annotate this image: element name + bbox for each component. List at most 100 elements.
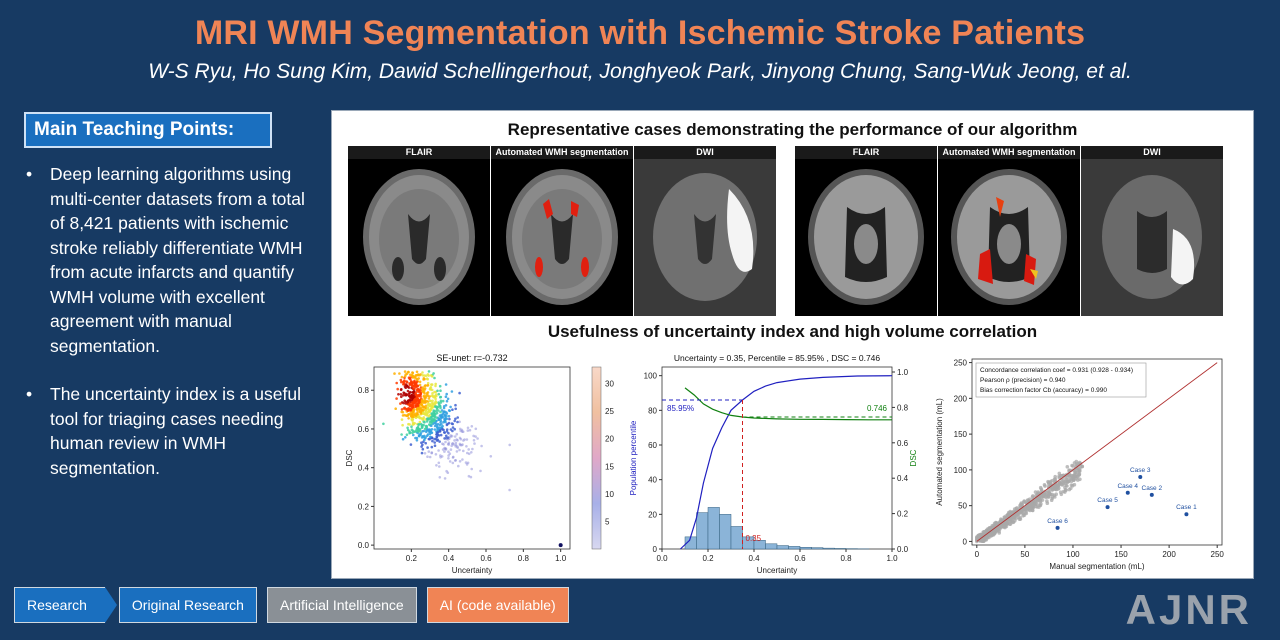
data-point [406,426,409,430]
data-point [420,445,423,448]
data-point [430,445,434,449]
data-point [439,410,442,414]
data-point [1048,482,1053,486]
data-point [421,371,424,374]
data-point [445,430,449,433]
data-point [466,426,470,430]
data-point [415,390,419,393]
data-point [403,370,407,373]
colorbar-tick-label: 5 [605,517,610,526]
data-point [437,418,440,422]
data-point [429,386,433,389]
data-point [406,389,410,393]
data-point [410,406,414,409]
case-point [1184,512,1189,517]
data-point [429,429,432,432]
flair-image [363,169,475,305]
data-point [421,386,425,389]
bullet-icon: • [26,164,33,184]
data-point [558,543,563,548]
data-point [416,426,420,430]
data-point [1061,489,1066,494]
data-point [454,417,457,421]
data-point [401,423,404,427]
data-point [445,392,448,396]
plot-frame [373,366,571,550]
artificial-intelligence-tag[interactable]: Artificial Intelligence [266,587,417,623]
histogram-bar [696,512,709,550]
data-point [450,390,454,393]
data-point [1069,479,1074,483]
data-point [428,420,432,424]
data-point [426,406,429,410]
data-point [400,395,403,399]
data-point [1044,494,1049,499]
data-point [419,412,423,415]
data-point [418,380,422,384]
data-point [1017,508,1022,513]
mri-panel: FLAIR [348,146,490,316]
data-point [443,418,447,422]
data-point [403,399,406,402]
data-point [425,420,429,423]
data-point [435,393,438,396]
data-point [465,445,468,448]
data-point [423,388,426,391]
y2-tick-label: 0.8 [897,403,909,412]
data-point [1062,481,1066,486]
data-point [433,415,436,419]
data-point [473,442,476,445]
data-point [1018,517,1023,521]
data-point [408,394,411,398]
data-point [405,384,409,388]
data-point [420,441,423,444]
data-point [466,429,470,432]
data-point [431,399,434,403]
panel-label: DWI [1081,146,1223,159]
data-point [437,434,441,437]
data-point [418,407,422,411]
data-point [444,448,448,451]
data-point [420,408,424,412]
data-point [408,431,412,434]
data-point [423,395,426,398]
case-panels-left: FLAIR Automated WMH segmentation [348,146,777,316]
data-point [415,377,419,381]
data-point [471,447,474,451]
data-point [455,432,459,436]
data-point [422,412,426,415]
research-tag[interactable]: Research [14,587,117,623]
data-point [437,449,440,452]
data-point [410,380,413,384]
data-point [412,387,415,390]
data-point [1049,498,1054,502]
data-point [445,469,448,473]
data-point [405,381,409,384]
code-available-tag[interactable]: AI (code available) [426,587,569,623]
data-point [1075,474,1079,479]
teaching-point-text: Deep learning algorithms using multi-cen… [50,164,305,356]
data-point [457,464,460,468]
data-point [451,456,455,459]
case-label: Case 3 [1130,467,1151,474]
data-point [431,392,434,395]
data-point [411,429,415,433]
data-point [1077,472,1082,476]
data-point [397,393,400,396]
data-point [434,382,437,386]
data-point [472,434,475,438]
data-point [449,448,453,451]
data-point [467,448,470,451]
original-research-tag[interactable]: Original Research [118,587,257,623]
data-point [399,402,402,405]
data-point [1022,499,1027,503]
data-point [1034,502,1039,506]
data-point [414,414,418,418]
data-point [407,403,410,406]
data-point [983,530,988,535]
data-point [426,446,429,449]
data-point [444,420,447,424]
data-point [424,401,427,404]
data-point [489,455,493,458]
y2-tick-label: 1.0 [897,368,909,377]
